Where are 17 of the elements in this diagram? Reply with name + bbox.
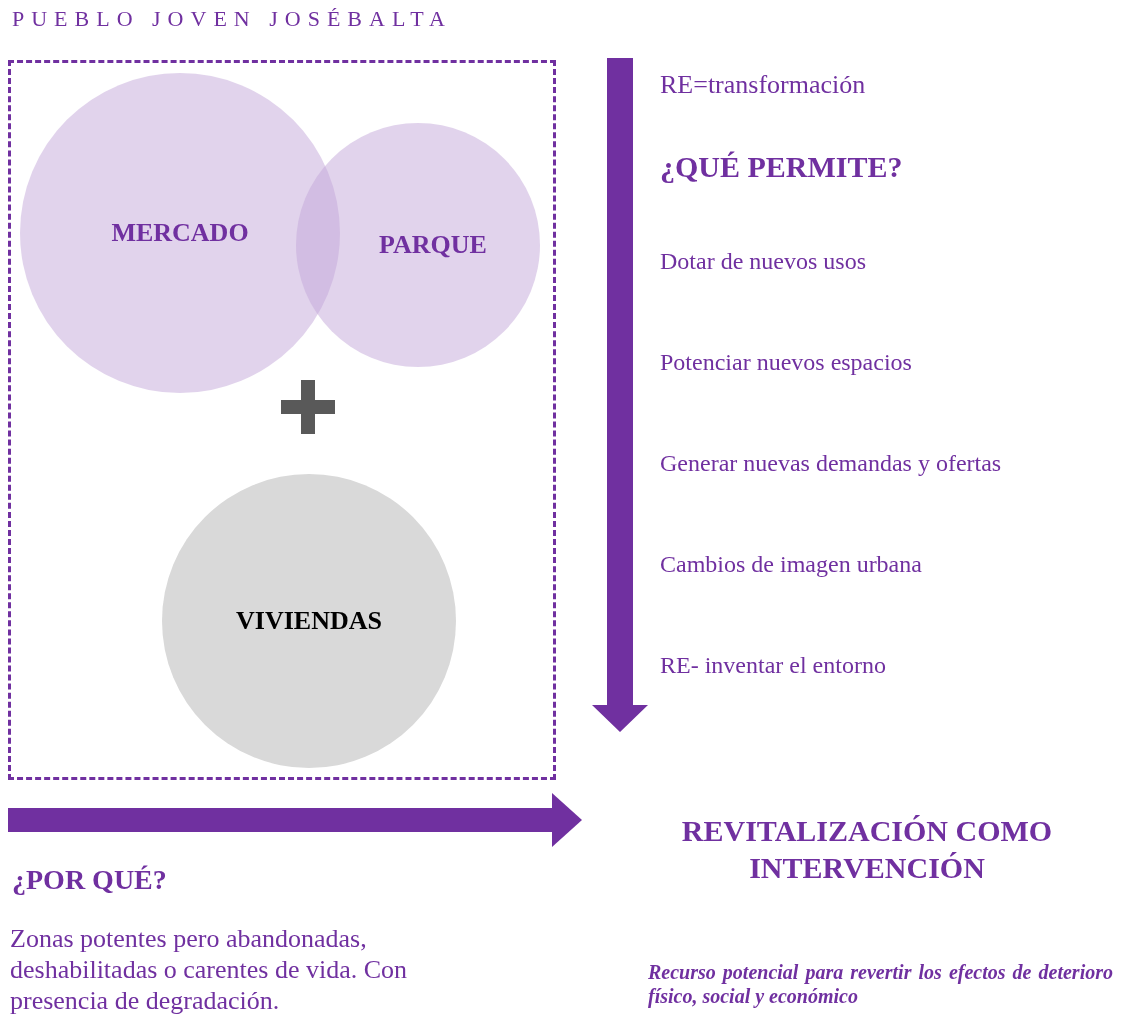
circle-label: PARQUE bbox=[379, 230, 487, 260]
list-item: RE- inventar el entorno bbox=[660, 652, 886, 679]
frame-title: PUEBLO JOVEN JOSÉBALTA bbox=[12, 6, 452, 32]
arrow bbox=[8, 793, 582, 847]
description-text: Zonas potentes pero abandonadas, deshabilitadas o carentes de vida. Con presencia de degradación. bbox=[10, 923, 409, 1017]
circle-label: MERCADO bbox=[111, 218, 249, 248]
list-item: Cambios de imagen urbana bbox=[660, 551, 922, 578]
list-item: Potenciar nuevos espacios bbox=[660, 349, 912, 376]
section-heading: ¿QUÉ PERMITE? bbox=[660, 150, 903, 184]
description-text: Recurso potencial para revertir los efectos de deterioro físico, social y económico bbox=[648, 960, 1113, 1008]
note-text: RE=transformación bbox=[660, 70, 866, 100]
list-item: Dotar de nuevos usos bbox=[660, 248, 866, 275]
dashed-frame bbox=[8, 60, 556, 780]
list-item: Generar nuevas demandas y ofertas bbox=[660, 450, 1002, 477]
section-heading: ¿POR QUÉ? bbox=[12, 864, 167, 896]
circle-label: VIVIENDAS bbox=[236, 606, 382, 636]
heading-text: REVITALIZACIÓN COMO INTERVENCIÓN bbox=[582, 812, 1122, 886]
